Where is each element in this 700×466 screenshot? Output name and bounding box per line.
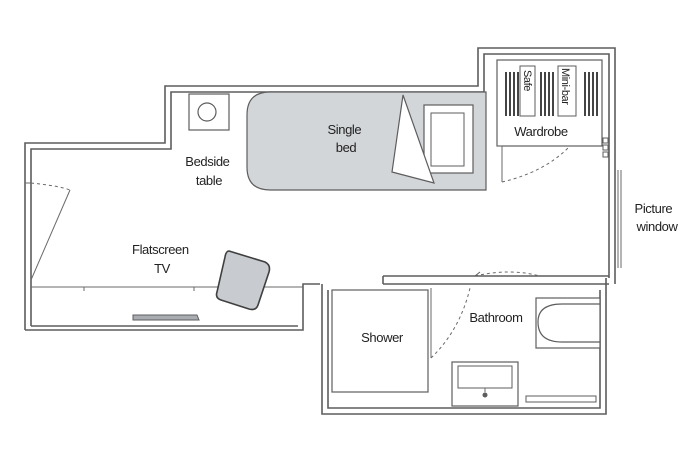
wardrobe-label: Wardrobe — [514, 124, 568, 139]
safe-box — [519, 65, 536, 117]
bathroom-door[interactable] — [430, 271, 541, 359]
hook-icon — [602, 137, 609, 158]
picture-window — [617, 170, 622, 268]
picture-window-label: Picture window — [635, 201, 679, 234]
flatscreen-tv-label: Flatscreen TV — [132, 242, 192, 276]
flatscreen-tv — [132, 314, 200, 321]
bathtub-toilet — [535, 297, 601, 349]
hanger-lines-right — [540, 72, 598, 116]
lamp-icon — [197, 102, 217, 122]
hanger-lines-left — [505, 72, 519, 116]
minibar-label: Mini-bar — [559, 68, 571, 105]
minibar-box — [557, 65, 577, 117]
wardrobe[interactable] — [496, 59, 609, 183]
single-bed-label: Single bed — [328, 122, 365, 155]
towel-rail — [525, 395, 597, 403]
single-bed — [246, 91, 487, 191]
bathroom-label: Bathroom — [469, 310, 522, 325]
desk-chair[interactable] — [215, 250, 271, 311]
shower-label: Shower — [361, 330, 404, 345]
sink — [451, 361, 519, 407]
drain-icon — [482, 392, 488, 398]
bedside-table — [188, 93, 230, 131]
folded-blanket — [391, 94, 435, 184]
outer-walls — [24, 47, 616, 415]
entry-door[interactable] — [25, 182, 71, 281]
bedside-table-label: Bedside table — [185, 154, 232, 188]
safe-label: Safe — [521, 70, 533, 91]
shower — [331, 289, 429, 393]
